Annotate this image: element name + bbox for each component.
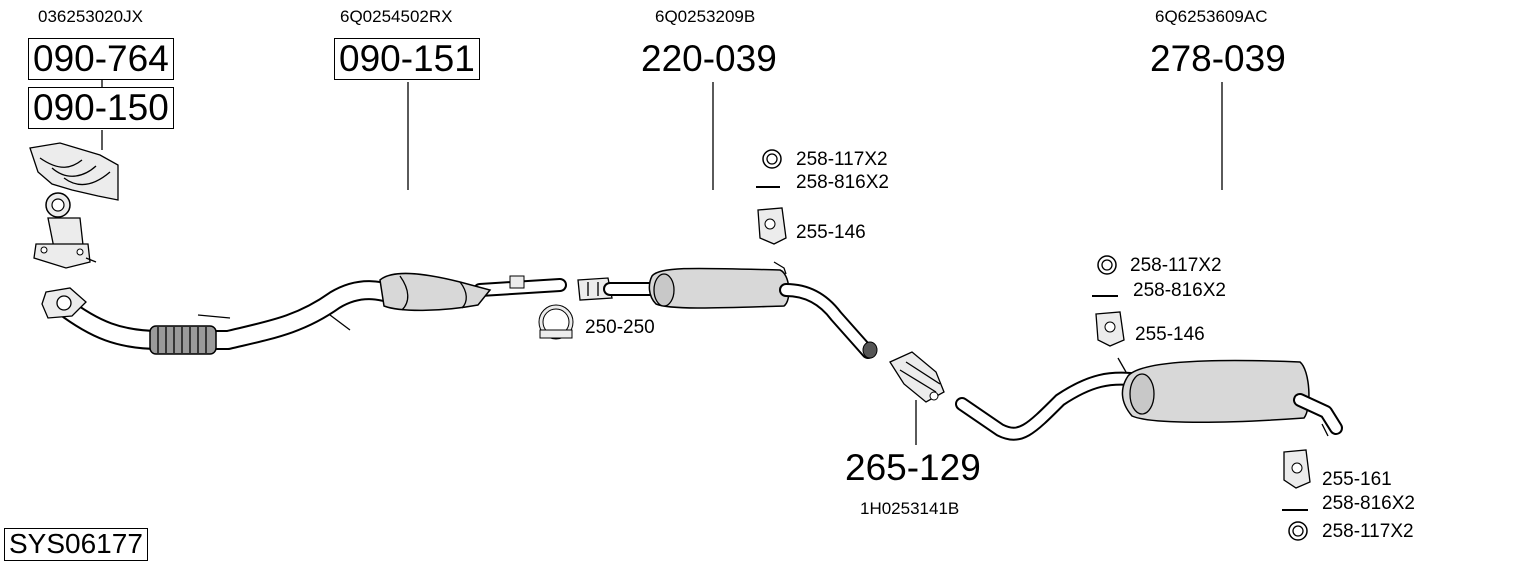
- label-tail-bolt: 258-816X2: [1322, 493, 1415, 514]
- front-flange: [41, 287, 87, 319]
- label-rear-bolt: 258-816X2: [1133, 280, 1226, 301]
- middle-silencer-part: [577, 261, 878, 359]
- oem-catalyst: 6Q0254502RX: [340, 7, 453, 26]
- leader-lines: [101, 80, 1223, 445]
- oem-middle-silencer: 6Q0253209B: [655, 7, 756, 26]
- label-middle-hanger: 255-146: [796, 222, 866, 243]
- label-rear-ring: 258-117X2: [1130, 255, 1222, 276]
- connector-part: [889, 351, 945, 403]
- clamp-part: [538, 304, 574, 340]
- label-rear-hanger: 255-146: [1135, 324, 1205, 345]
- oem-rear-silencer: 6Q6253609AC: [1155, 7, 1268, 26]
- label-middle-bolt: 258-816X2: [796, 172, 889, 193]
- label-tail-hanger: 255-161: [1322, 469, 1392, 490]
- middle-accessories: [756, 149, 787, 245]
- rear-accessories: [1092, 255, 1125, 347]
- flex-pipe: [149, 314, 351, 355]
- label-middle-ring: 258-117X2: [796, 149, 888, 170]
- oem-connector: 1H0253141B: [860, 499, 960, 518]
- system-code: SYS06177: [4, 528, 148, 561]
- rear-silencer-part: [955, 357, 1343, 441]
- part-middle-silencer: 220-039: [641, 38, 777, 79]
- catalyst-part: [379, 272, 525, 312]
- label-clamp: 250-250: [585, 317, 655, 338]
- tail-accessories: [1282, 449, 1311, 541]
- part-manifold-1: 090-764: [28, 38, 174, 80]
- part-catalyst: 090-151: [334, 38, 480, 80]
- oem-manifold: 036253020JX: [38, 7, 143, 26]
- part-rear-silencer: 278-039: [1150, 38, 1286, 79]
- label-tail-ring: 258-117X2: [1322, 521, 1414, 542]
- part-manifold-2: 090-150: [28, 87, 174, 129]
- manifold-part: [29, 142, 119, 269]
- part-connector: 265-129: [845, 447, 981, 488]
